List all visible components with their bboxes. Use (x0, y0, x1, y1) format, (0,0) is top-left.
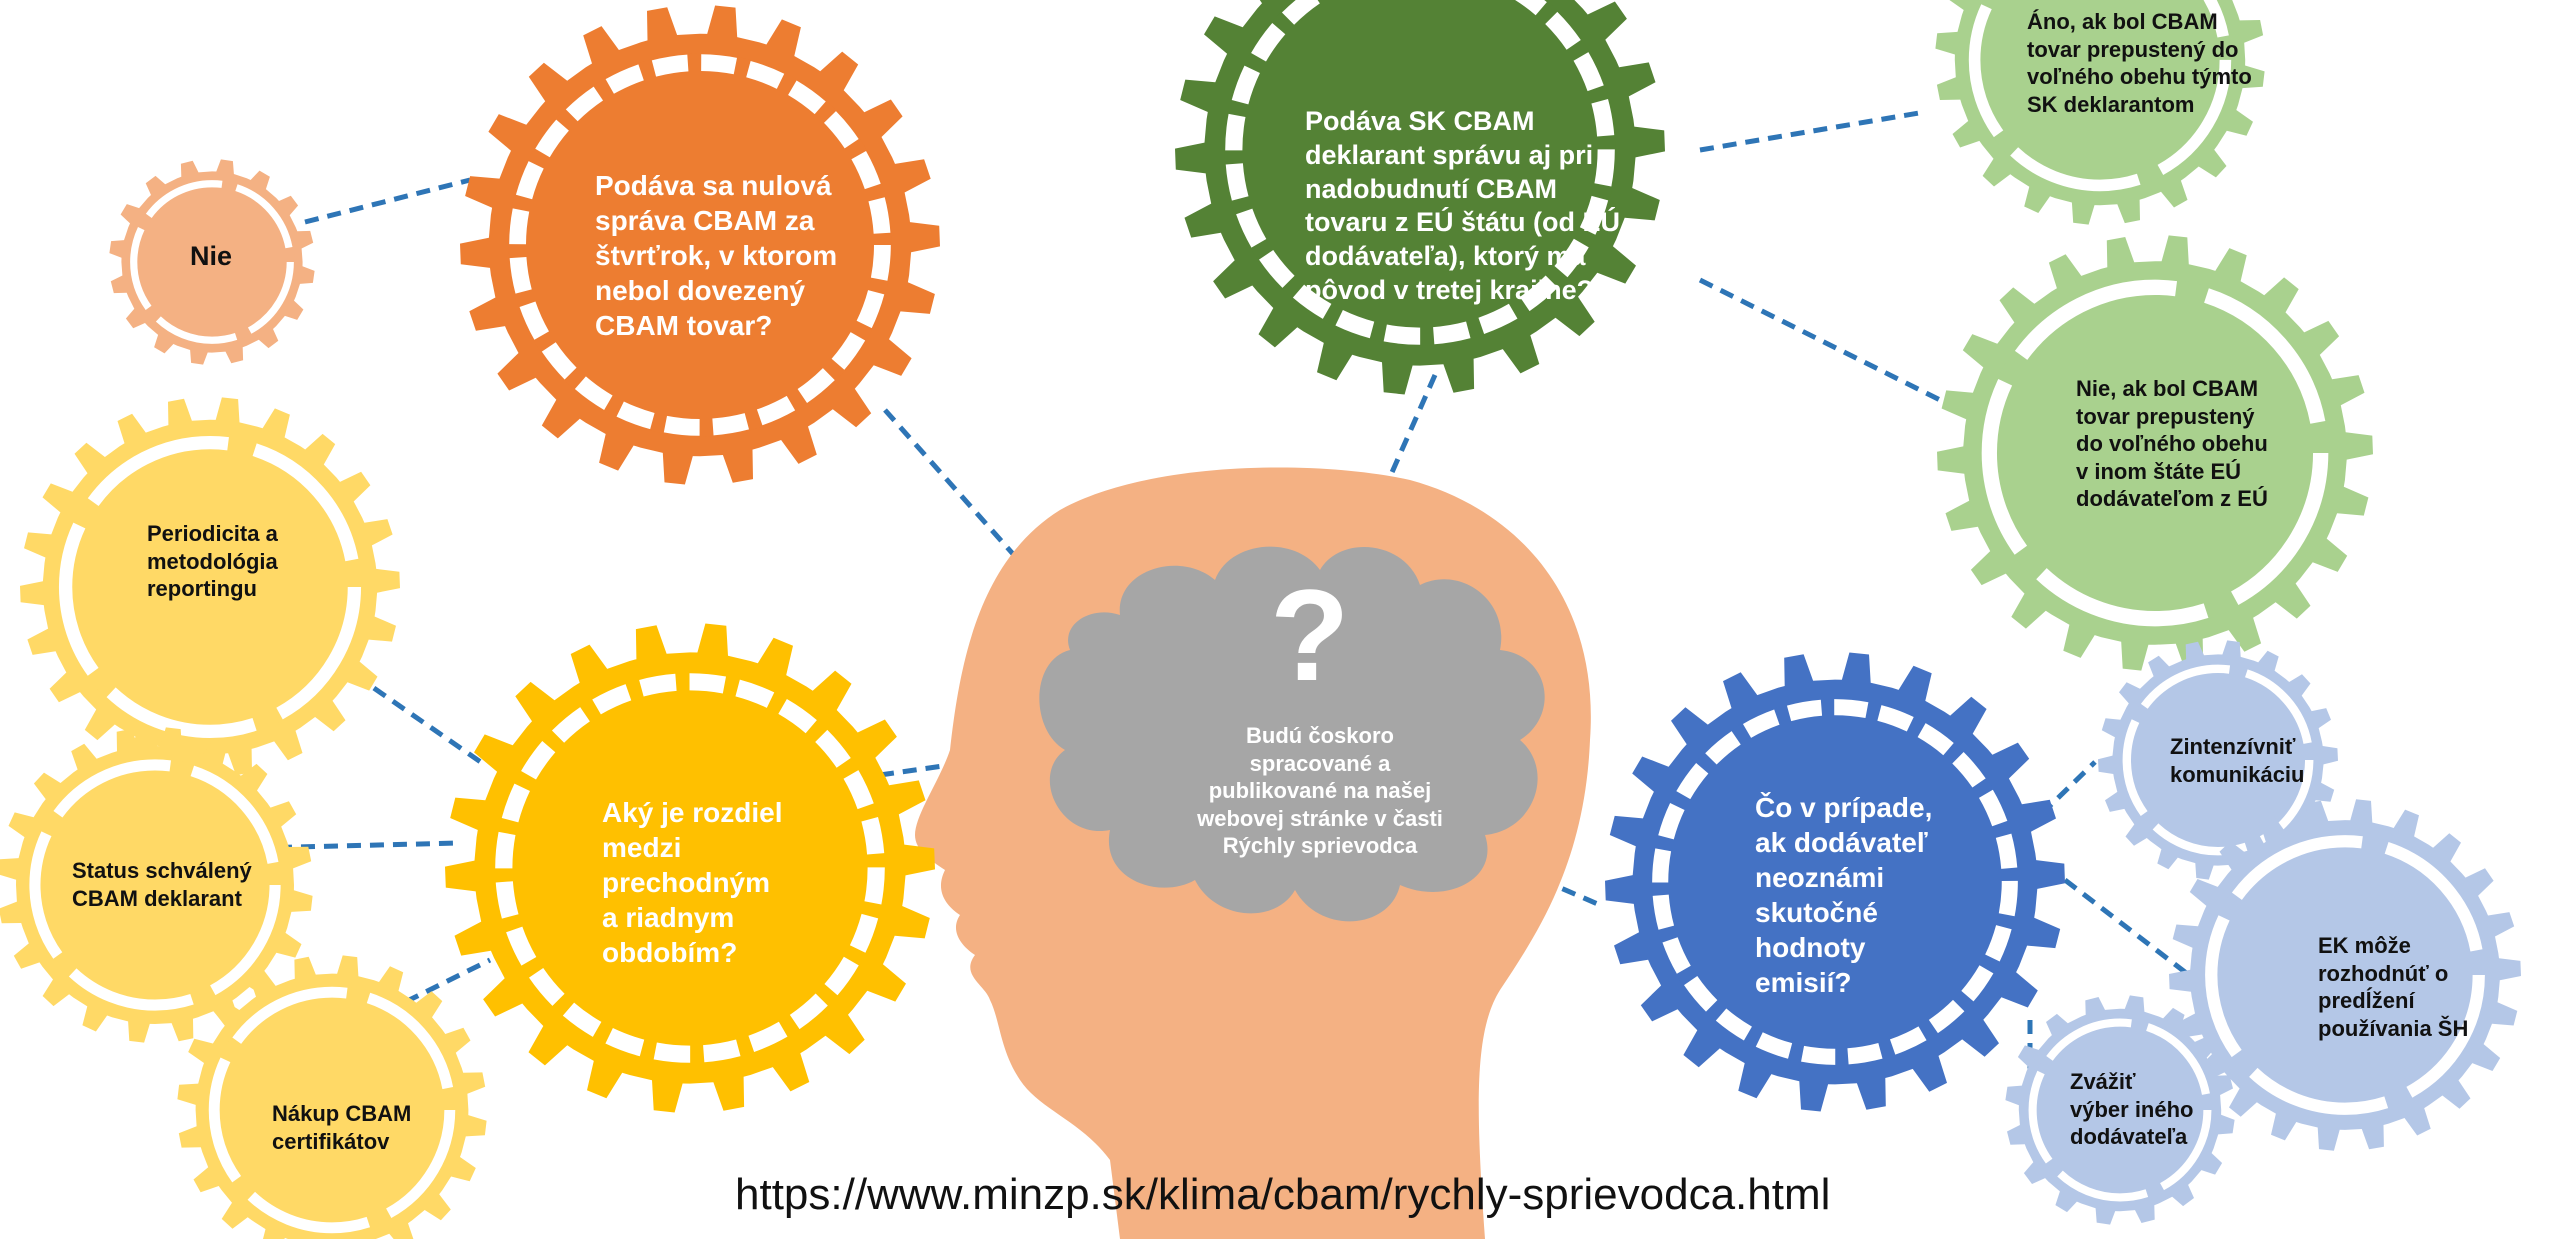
gear-ek-inner-ring (2205, 835, 2485, 1115)
gear-ek (2169, 799, 2521, 1151)
gear-zintenzivnit-hub (2122, 664, 2314, 856)
gear-blue-question (1605, 652, 2065, 1112)
gear-green-question (1175, 0, 1665, 395)
gear-yellow-question (445, 623, 935, 1113)
gear-zvazit (2005, 995, 2235, 1225)
gear-status-inner-ring (29, 759, 281, 1011)
gear-nie-ak-hub (1980, 278, 2330, 628)
connector-orange-nie (304, 177, 471, 225)
gear-nie-hub (129, 179, 295, 345)
connector-yellow-periodicita (353, 672, 487, 768)
gear-periodicita-hub (58, 435, 362, 739)
brain-question-mark: ? (1270, 562, 1350, 708)
brain-text: Budú čoskoro spracované a publikované na… (1197, 723, 1443, 858)
gear-periodicita-inner-ring (58, 435, 362, 739)
gear-blue-question-inner-ring (1652, 699, 2018, 1065)
gear-periodicita-label: Periodicita a metodológia reportingu (147, 521, 278, 601)
connector-orange-brain (883, 408, 1087, 637)
gear-green-question-inner-ring (1225, 0, 1615, 345)
gear-ano-label: Áno, ak bol CBAM tovar prepustený do voľ… (2027, 9, 2252, 117)
connector-green-ano (1699, 109, 1926, 153)
connector-blue-ek (2063, 878, 2217, 997)
gear-zvazit-label: Zvážiť výber iného dodávateľa (2070, 1069, 2194, 1149)
gear-orange-question-inner-ring (509, 54, 891, 436)
gear-nakup-inner-ring (208, 986, 456, 1234)
gear-nakup (177, 955, 487, 1239)
gear-orange-question-label: Podáva sa nulová správa CBAM za štvrťrok… (595, 170, 838, 341)
gear-orange-question-hub (508, 53, 892, 437)
gear-nakup-label: Nákup CBAM certifikátov (272, 1101, 412, 1154)
gear-yellow-question-label: Aký je rozdiel medzi prechodným a riadny… (602, 797, 783, 968)
gear-ano-hub (1968, 0, 2232, 192)
gear-blue-question-hub (1651, 698, 2019, 1066)
gear-zvazit-hub (2028, 1018, 2212, 1202)
gear-yellow-question-inner-ring (495, 673, 885, 1063)
gear-nie (109, 159, 315, 365)
gear-ek-hub (2204, 834, 2486, 1116)
gear-green-question-label: Podáva SK CBAM deklarant správu aj pri n… (1305, 106, 1621, 305)
gear-orange-question (460, 5, 940, 485)
gear-yellow-question-hub (494, 672, 886, 1064)
gear-green-question-hub (1224, 0, 1616, 346)
gear-nie-inner-ring (130, 180, 294, 344)
gear-nie-ak (1937, 235, 2373, 671)
gear-zvazit-inner-ring (2028, 1018, 2212, 1202)
gear-periodicita (20, 397, 400, 777)
brain-cloud (1039, 546, 1545, 922)
gear-zintenzivnit-inner-ring (2122, 664, 2314, 856)
gear-ano-inner-ring (1968, 0, 2232, 192)
gear-nakup-hub (208, 986, 456, 1234)
gear-nie-ak-label: Nie, ak bol CBAM tovar prepustený do voľ… (2076, 376, 2268, 511)
gear-ek-label: EK môže rozhodnúť o predĺžení používania… (2318, 933, 2469, 1041)
connector-green-nie (1698, 277, 1972, 418)
connector-blue-zintenzivnit (2023, 760, 2097, 832)
gear-nie-ak-inner-ring (1981, 279, 2329, 627)
gear-nie-label: Nie (190, 241, 233, 271)
gear-status (0, 727, 313, 1043)
gear-ano (1935, 0, 2265, 225)
guide-url[interactable]: https://www.minzp.sk/klima/cbam/rychly-s… (735, 1170, 1831, 1219)
gear-status-hub (28, 758, 282, 1012)
connector-yellow-nakup (383, 957, 492, 1015)
gear-zintenzivnit-label: Zintenzívniť komunikáciu (2170, 734, 2305, 787)
gear-zintenzivnit (2098, 640, 2338, 880)
gear-blue-question-label: Čo v prípade, ak dodávateľ neoznámi skut… (1755, 792, 1933, 998)
gear-status-label: Status schválený CBAM deklarant (72, 858, 252, 911)
